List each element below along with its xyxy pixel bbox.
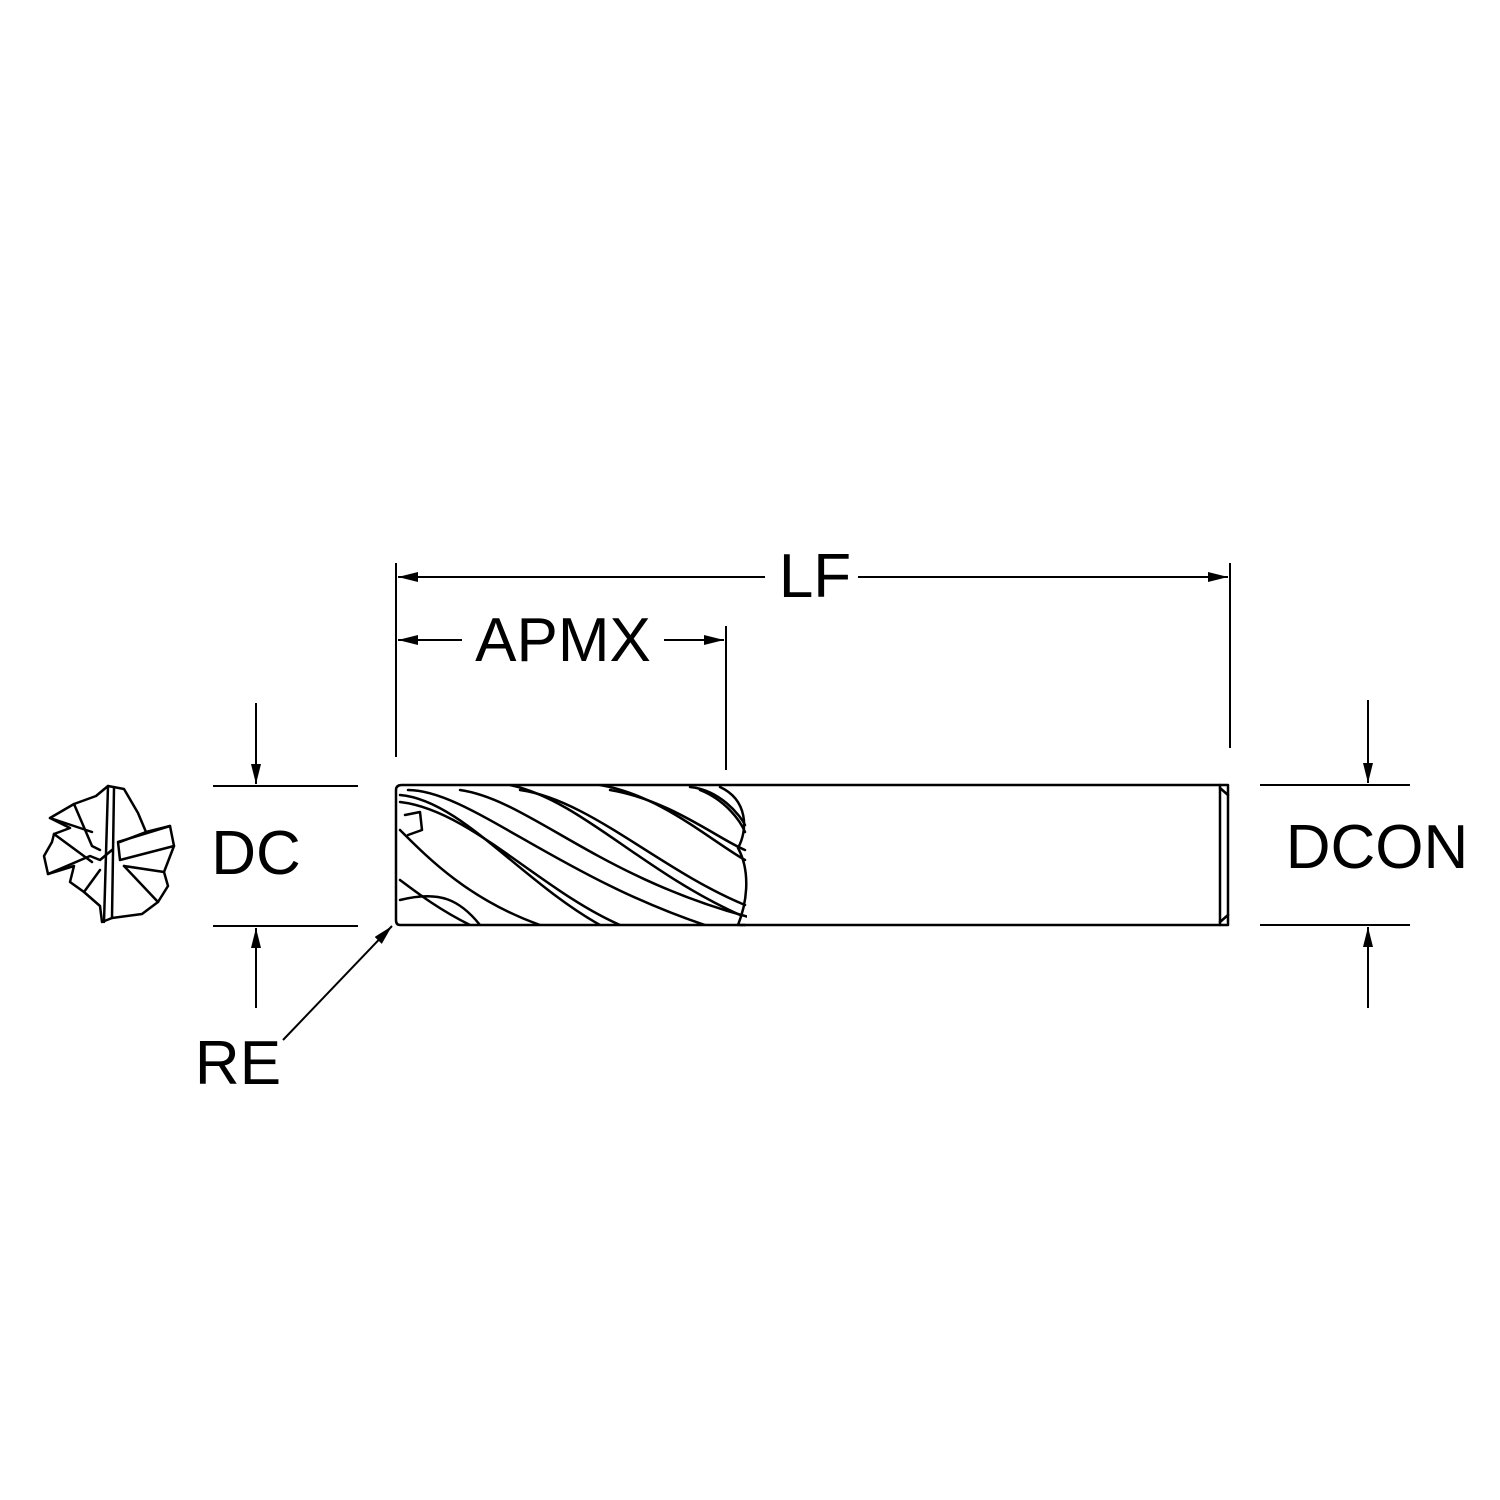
apmx-label: APMX: [475, 606, 651, 675]
re-leader: RE: [195, 925, 393, 1098]
end-mill-body: [394, 783, 1230, 927]
lf-dimension: LF: [395, 542, 1231, 757]
re-label: RE: [195, 1029, 281, 1098]
dc-dimension: DC: [211, 703, 358, 1008]
dc-label: DC: [211, 819, 301, 888]
helical-flutes: [398, 786, 747, 925]
dcon-label: DCON: [1286, 813, 1469, 882]
lf-label: LF: [779, 542, 851, 611]
apmx-dimension: APMX: [398, 606, 727, 770]
end-view: [42, 784, 176, 924]
dcon-dimension: DCON: [1260, 700, 1468, 1008]
